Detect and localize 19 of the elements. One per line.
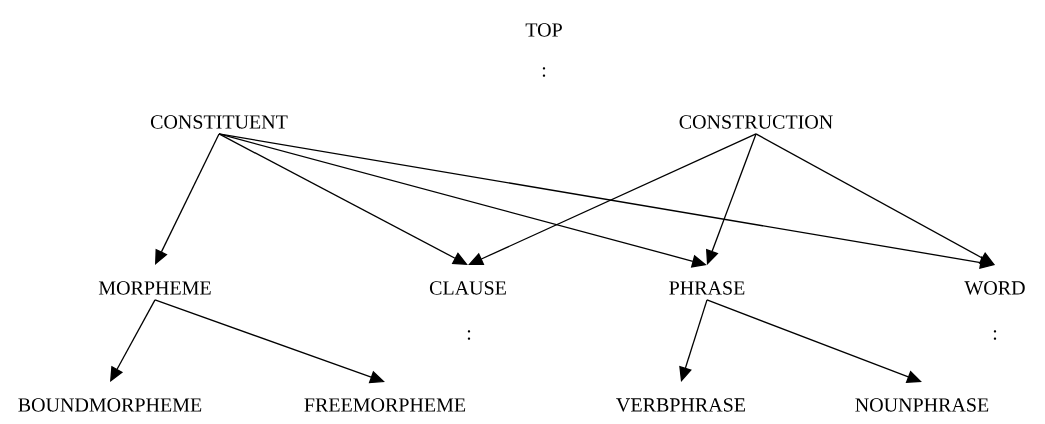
arrow <box>154 299 385 384</box>
arrow <box>468 133 757 266</box>
term-label: WORD <box>964 281 1025 295</box>
ellipsis-mark: : <box>467 330 471 340</box>
term-label: FREEMORPHEME <box>304 398 466 412</box>
arrow <box>679 299 708 382</box>
term-label: VERBPHRASE <box>616 398 745 412</box>
term-label: CLAUSE <box>429 281 506 295</box>
term-label: PHRASE <box>669 281 745 295</box>
term-label: BOUNDMORPHEME <box>18 398 202 412</box>
arrow <box>755 133 995 265</box>
ellipsis-mark: : <box>542 67 546 77</box>
top-label: TOP <box>525 23 562 37</box>
term-label: NOUNPHRASE <box>855 398 989 412</box>
term-label: CONSTITUENT <box>150 115 288 129</box>
ellipsis-mark: : <box>993 330 997 340</box>
arrow <box>706 299 922 383</box>
term-label: CONSTRUCTION <box>679 115 833 129</box>
term-label: MORPHEME <box>98 281 211 295</box>
